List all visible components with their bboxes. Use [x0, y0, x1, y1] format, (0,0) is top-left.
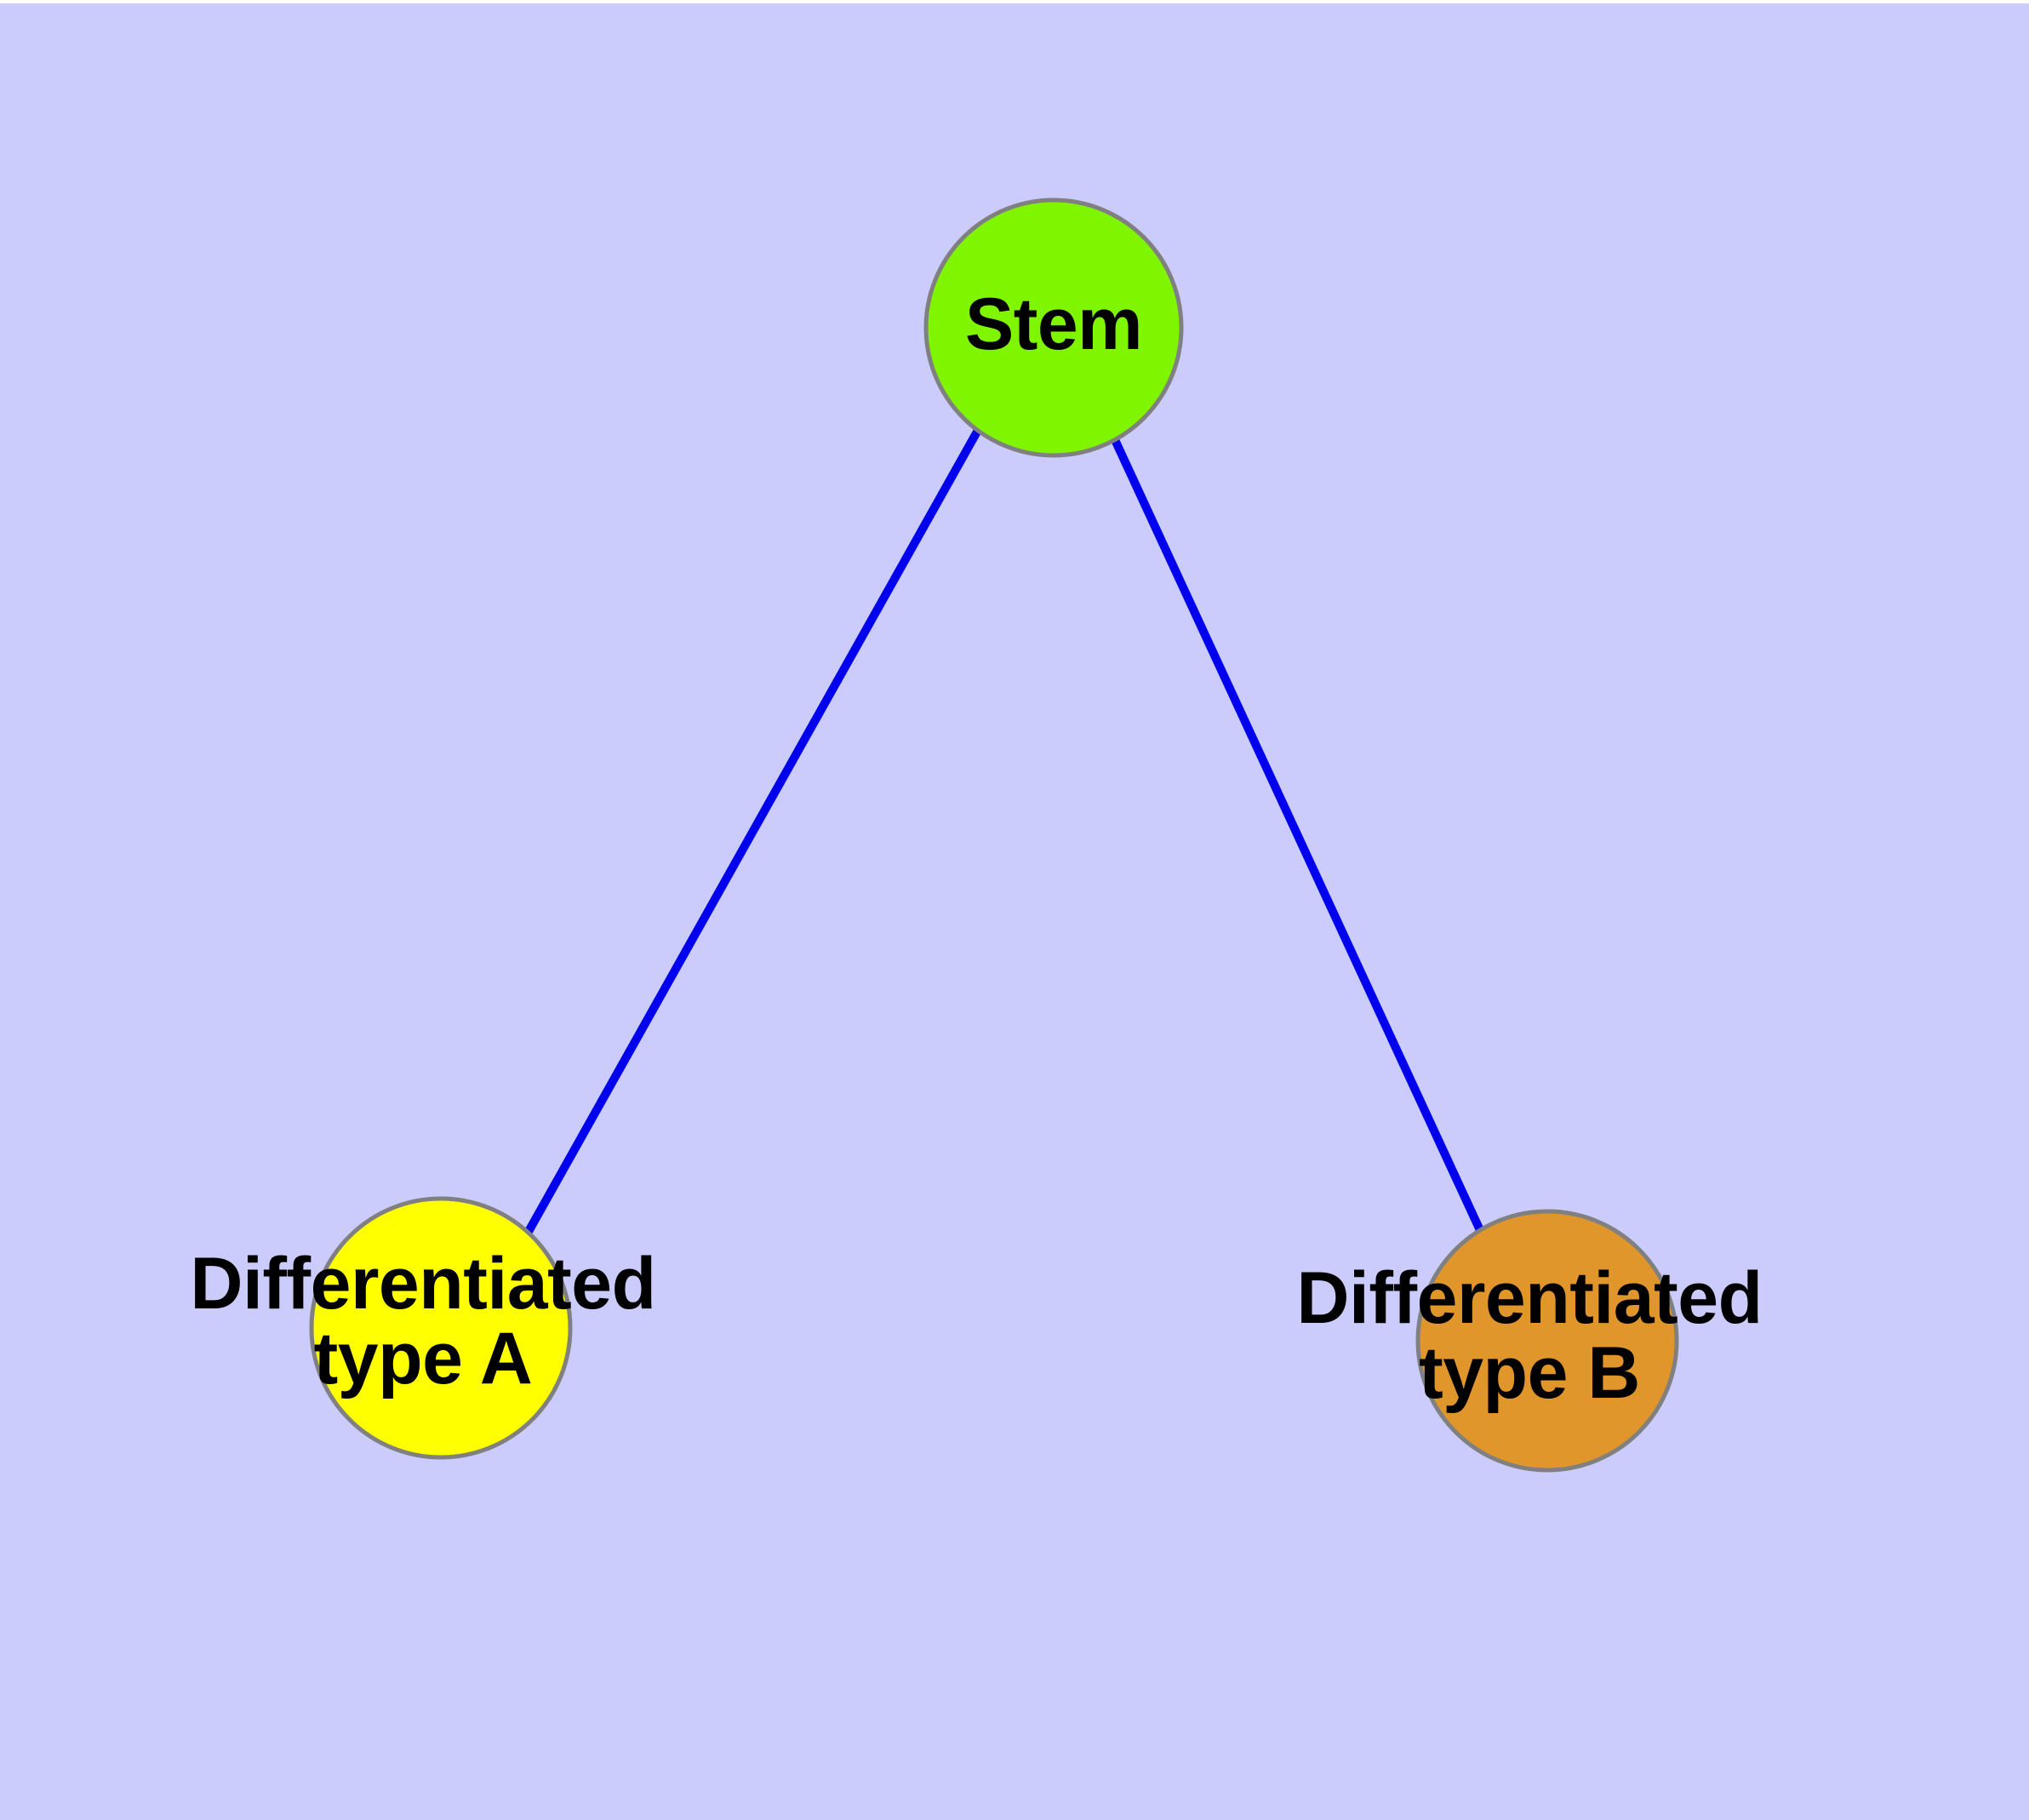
edge-stem-to-diff-a[interactable] [522, 423, 985, 1239]
node-layer [309, 197, 1679, 1473]
node-differentiated-type-a[interactable] [309, 1196, 573, 1460]
node-differentiated-type-b[interactable] [1415, 1209, 1679, 1473]
edge-layer [522, 423, 1489, 1242]
canvas-top-strip [0, 0, 2029, 3]
node-stem[interactable] [923, 197, 1184, 458]
edge-stem-to-diff-b[interactable] [1107, 430, 1489, 1242]
